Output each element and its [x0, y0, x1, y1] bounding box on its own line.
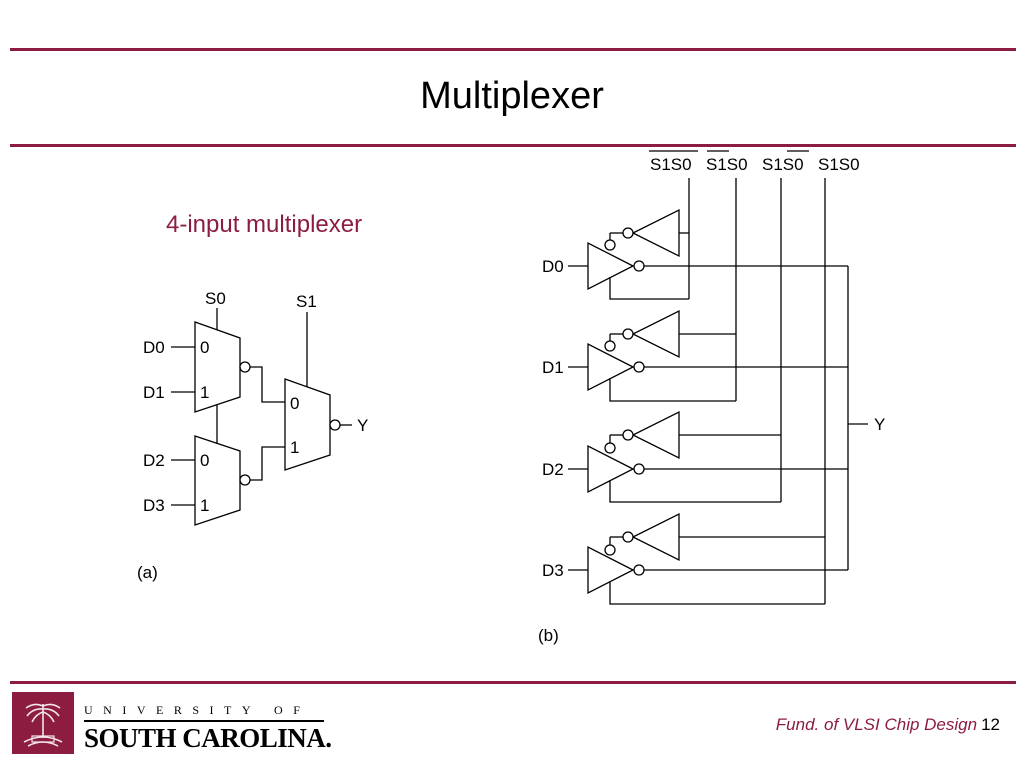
bubble-mux-2 — [239, 474, 251, 486]
select-label-s1-s0: S1S0 — [818, 155, 860, 174]
pin-label: 0 — [290, 394, 299, 413]
label-y-a: Y — [357, 416, 368, 435]
caption-b: (b) — [538, 626, 559, 645]
bubble-mux-3 — [329, 419, 341, 431]
label-d1-b: D1 — [542, 358, 564, 377]
footer-rule — [10, 681, 1016, 684]
top-rule — [10, 48, 1016, 51]
select-label-s1-s0b: S1S0 — [762, 155, 804, 174]
diagram-b — [568, 150, 868, 605]
bubble-mux-1 — [239, 361, 251, 373]
diagram-b-labels: S1S0 S1S0 S1S0 S1S0 D0 D1 D2 D3 Y (b) — [538, 155, 885, 645]
wordmark-rule — [84, 720, 324, 722]
tristate-stage-d2 — [568, 410, 848, 503]
label-s0: S0 — [205, 289, 226, 308]
course-name: Fund. of VLSI Chip Design — [775, 715, 978, 734]
slide-subtitle: 4-input multiplexer — [166, 211, 363, 238]
label-s1: S1 — [296, 292, 317, 311]
mux-1 — [194, 321, 241, 413]
label-d3-a: D3 — [143, 496, 165, 515]
label-d2-a: D2 — [143, 451, 165, 470]
university-wordmark: UNIVERSITY OF SOUTH CAROLINA. — [84, 703, 334, 753]
label-d3-b: D3 — [542, 561, 564, 580]
pin-label: 0 — [200, 451, 209, 470]
wordmark-main: SOUTH CAROLINA. — [84, 723, 332, 753]
wordmark-top: UNIVERSITY OF — [84, 703, 311, 717]
label-d0-a: D0 — [143, 338, 165, 357]
label-d1-a: D1 — [143, 383, 165, 402]
mux-2 — [194, 435, 241, 526]
tristate-stage-d0 — [568, 208, 848, 300]
tristate-stage-d3 — [568, 512, 848, 605]
pin-label: 1 — [290, 438, 299, 457]
pin-label: 0 — [200, 338, 209, 357]
page-number: 12 — [981, 715, 1000, 734]
label-d0-b: D0 — [542, 257, 564, 276]
university-logo-icon — [12, 692, 74, 754]
label-y-b: Y — [874, 415, 885, 434]
select-label-s1b-s0: S1S0 — [706, 155, 748, 174]
pin-label: 1 — [200, 383, 209, 402]
pin-label: 1 — [200, 496, 209, 515]
caption-a: (a) — [137, 563, 158, 582]
label-d2-b: D2 — [542, 460, 564, 479]
tristate-stage-d1 — [568, 309, 848, 402]
slide-title: Multiplexer — [420, 75, 604, 117]
diagram-a — [171, 308, 352, 526]
mux-3 — [284, 378, 331, 471]
diagram-a-labels: S0 S1 D0 D1 D2 D3 0 1 0 1 0 1 Y (a) — [137, 289, 368, 582]
circuit-diagrams: S0 S1 D0 D1 D2 D3 0 1 0 1 0 1 Y (a) S1S0… — [137, 150, 885, 645]
select-label-s1b-s0b: S1S0 — [650, 155, 692, 174]
title-underline-rule — [10, 144, 1016, 147]
